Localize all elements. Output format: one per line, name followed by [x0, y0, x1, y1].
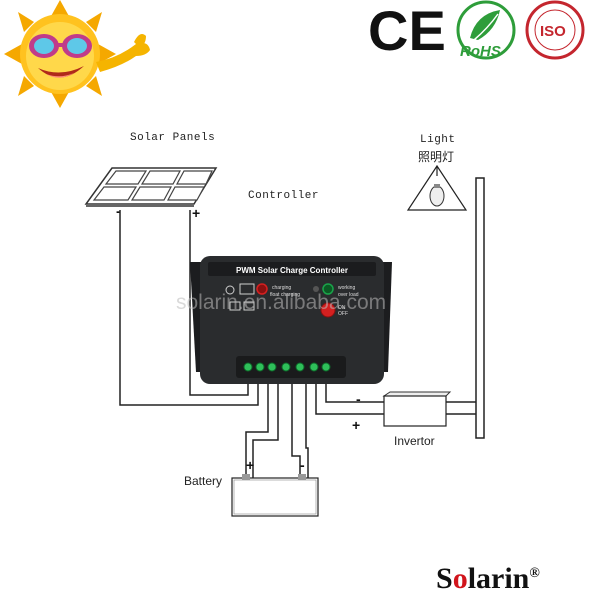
wire-set: [119, 210, 480, 480]
light-label: Light: [420, 134, 456, 146]
battery-icon: [231, 474, 319, 517]
battery-minus-terminal: -: [300, 457, 305, 473]
svg-text:CE: CE: [368, 0, 446, 62]
on-text: ON: [338, 305, 346, 311]
invertor-label: Invertor: [394, 434, 435, 448]
invertor-plus-terminal: +: [352, 417, 360, 433]
panel-plus-terminal: +: [192, 205, 200, 221]
svg-text:ISO: ISO: [540, 23, 566, 40]
charge-controller: PWM Solar Charge Controller charging flo…: [190, 256, 392, 384]
brand-logo: Solarin®: [436, 562, 540, 595]
ce-mark-icon: CE: [368, 0, 446, 62]
solar-panels-label: Solar Panels: [130, 132, 216, 144]
sun-mascot-icon: [4, 0, 150, 108]
float-text: float charging: [270, 292, 300, 298]
battery-plus-terminal: +: [246, 457, 254, 473]
controller-title: PWM Solar Charge Controller: [236, 266, 348, 275]
onoff-button[interactable]: [320, 302, 336, 318]
off-text: OFF: [338, 311, 348, 317]
charging-led-icon: [256, 283, 268, 295]
panel-minus-terminal: -: [116, 203, 121, 219]
overload-text: over load: [338, 292, 359, 298]
iso-seal-icon: ISO: [525, 0, 585, 60]
working-led-icon: [322, 283, 334, 295]
light-bulb-icon: [406, 164, 485, 439]
invertor-minus-terminal: -: [356, 391, 361, 407]
working-text: working: [338, 285, 355, 291]
solar-panel-icon: [84, 167, 218, 207]
light-label-cn: 照明灯: [418, 150, 455, 164]
invertor-box: [382, 391, 452, 427]
watermark-text: solarin.en.alibaba.com: [176, 291, 386, 314]
svg-text:RoHS: RoHS: [460, 43, 501, 60]
battery-label: Battery: [184, 474, 223, 488]
charging-text: charging: [272, 285, 291, 291]
rohs-leaf-icon: RoHS: [456, 0, 516, 60]
controller-label: Controller: [248, 190, 320, 202]
